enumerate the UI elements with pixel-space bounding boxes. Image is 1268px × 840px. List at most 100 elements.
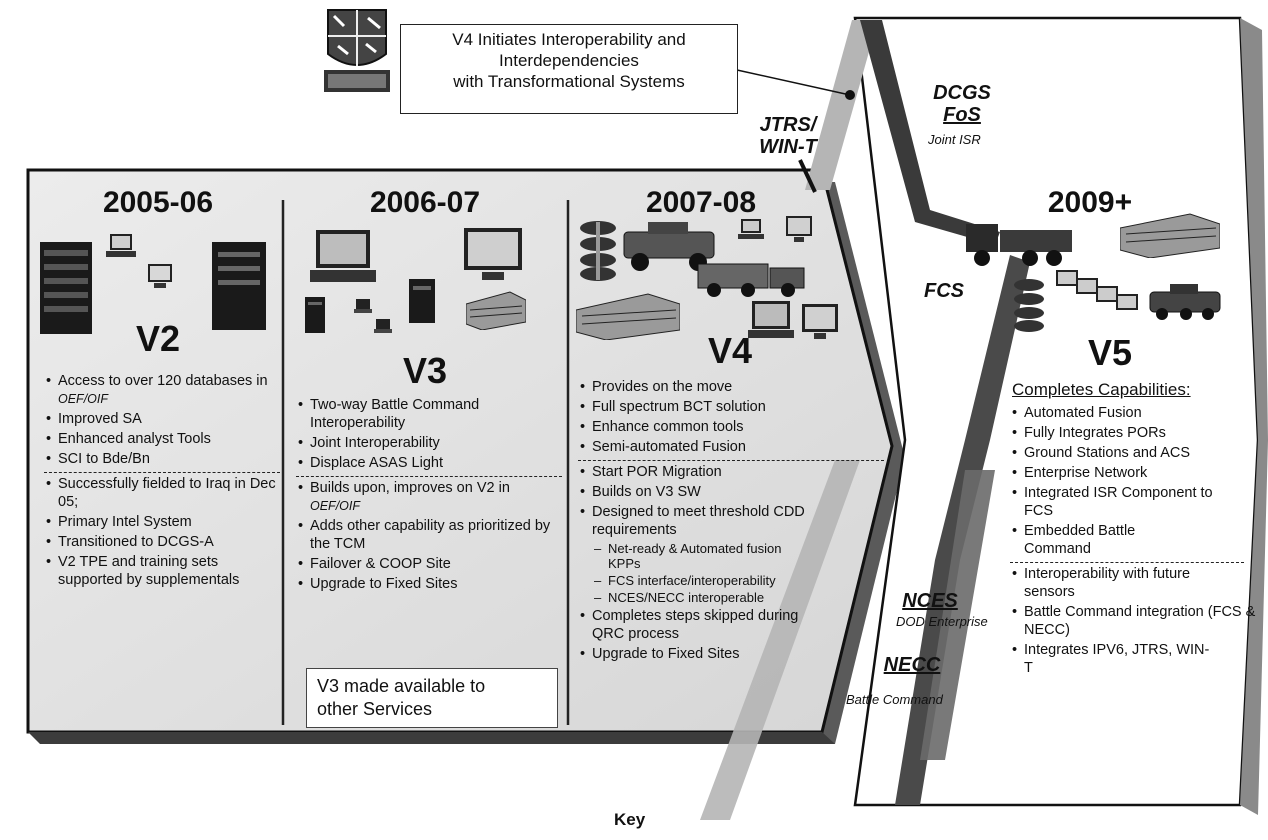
monitor-icon — [1056, 270, 1138, 310]
callout-dot — [845, 90, 855, 100]
note-line-2: other Services — [317, 699, 433, 719]
dcgs-fos-label: DCGS FoS — [912, 82, 1012, 126]
unit-crest-icon — [324, 9, 390, 92]
list-item: Integrated ISR Component to FCS — [1010, 484, 1224, 520]
laptop-icon — [738, 219, 764, 239]
server-rack-icon — [305, 297, 325, 333]
fos-label: FoS — [943, 104, 981, 126]
building-icon — [466, 291, 526, 330]
dcgs-label: DCGS — [933, 82, 991, 104]
year-2009-plus: 2009+ — [1047, 186, 1133, 219]
nces-label: NCES — [890, 590, 970, 612]
list-item: Improved SA — [44, 410, 280, 428]
list-item: Semi-automated Fusion — [578, 438, 884, 456]
fcs-label: FCS — [924, 280, 964, 302]
list-item: Builds on V3 SW — [578, 483, 884, 501]
laptop-icon — [310, 230, 376, 282]
version-v3: V3 — [402, 350, 448, 391]
wint-label: WIN-T — [759, 136, 817, 158]
list-item: Embedded Battle Command — [1010, 522, 1184, 558]
list-item: Builds upon, improves on V2 in OEF/OIF — [296, 476, 562, 515]
v2-capability-list: Access to over 120 databases in OEF/OIF … — [44, 372, 280, 591]
laptop-icon — [354, 299, 372, 313]
monitor-icon — [786, 216, 812, 242]
v3-capability-list: Two-way Battle Command Interoperability … — [296, 396, 562, 595]
list-item: Two-way Battle Command Interoperability — [296, 396, 562, 432]
list-item: Automated Fusion — [1010, 404, 1246, 422]
dod-enterprise-label: DOD Enterprise — [896, 614, 988, 629]
nces-text: NCES — [902, 590, 958, 612]
note-line-1: V3 made available to — [317, 676, 486, 696]
list-item: Joint Interoperability — [296, 434, 562, 452]
callout-leader — [736, 69, 851, 96]
v4-capability-list: Provides on the move Full spectrum BCT s… — [578, 378, 884, 665]
list-item: Full spectrum BCT solution — [578, 398, 884, 416]
list-item: Interoperability with future sensors — [1010, 562, 1244, 601]
list-item: Successfully fielded to Iraq in Dec 05; — [44, 472, 280, 511]
server-rack-icon — [409, 279, 435, 323]
band-dcgs — [860, 20, 1000, 245]
military-truck-icon — [966, 224, 1072, 266]
list-item: Battle Command integration (FCS & NECC) — [1010, 603, 1260, 639]
year-2006-07: 2006-07 — [369, 186, 481, 219]
list-item: Completes steps skipped during QRC proce… — [578, 607, 822, 643]
list-item: Enterprise Network — [1010, 464, 1246, 482]
satellite-dish-stack-icon — [1014, 279, 1044, 332]
list-item: Displace ASAS Light — [296, 454, 562, 472]
list-item: Provides on the move — [578, 378, 884, 396]
list-item: Fully Integrates PORs — [1010, 424, 1246, 442]
callout-line-1: V4 Initiates Interoperability and — [452, 30, 686, 49]
joint-isr-label: Joint ISR — [928, 132, 981, 147]
list-item: V2 TPE and training sets supported by su… — [44, 553, 280, 589]
list-item: Access to over 120 databases in OEF/OIF — [44, 372, 280, 408]
figure-caption-key: Key — [614, 810, 646, 829]
laptop-icon — [748, 301, 794, 338]
armored-vehicle-icon — [623, 222, 715, 271]
list-subitem: FCS interface/interoperability — [578, 573, 788, 588]
jtrs-label: JTRS/ — [759, 114, 817, 136]
laptop-icon — [106, 234, 136, 257]
list-item: Designed to meet threshold CDD requireme… — [578, 503, 812, 539]
v5-capability-list: Automated Fusion Fully Integrates PORs G… — [1010, 404, 1255, 679]
band-jtrs — [805, 20, 878, 190]
jtrs-wint-label: JTRS/ WIN-T — [748, 114, 828, 158]
jtrs-pointer — [798, 159, 817, 193]
v5-arrow-shadow — [1240, 18, 1268, 815]
battle-command-label: Battle Command — [846, 692, 943, 707]
callout-line-3: with Transformational Systems — [453, 72, 685, 91]
server-rack-icon — [212, 242, 266, 330]
armored-vehicle-icon — [1149, 284, 1221, 320]
military-truck-icon — [697, 263, 805, 297]
list-item: Failover & COOP Site — [296, 555, 562, 573]
year-2005-06: 2005-06 — [102, 186, 214, 219]
v3-services-note: V3 made available to other Services — [306, 668, 558, 728]
necc-text: NECC — [883, 654, 941, 676]
callout-line-2: Interdependencies — [499, 51, 639, 70]
satellite-dish-stack-icon — [580, 221, 616, 281]
list-subitem: NCES/NECC interoperable — [578, 590, 884, 605]
list-item: Start POR Migration — [578, 460, 884, 481]
list-item: Ground Stations and ACS — [1010, 444, 1246, 462]
list-item: Upgrade to Fixed Sites — [578, 645, 884, 663]
band-nces — [920, 470, 995, 760]
monitor-icon — [464, 228, 522, 280]
building-icon — [1120, 213, 1220, 258]
version-v4: V4 — [707, 330, 753, 371]
list-item: Enhance common tools — [578, 418, 884, 436]
list-item: SCI to Bde/Bn — [44, 450, 280, 468]
version-v5: V5 — [1087, 332, 1133, 373]
list-item: Enhanced analyst Tools — [44, 430, 280, 448]
year-2007-08: 2007-08 — [645, 186, 757, 219]
building-icon — [576, 293, 680, 340]
list-item: Transitioned to DCGS-A — [44, 533, 280, 551]
interoperability-callout: V4 Initiates Interoperability and Interd… — [400, 24, 738, 114]
necc-label: NECC — [872, 654, 952, 676]
server-rack-icon — [40, 242, 92, 334]
version-v2: V2 — [135, 318, 181, 359]
monitor-icon — [148, 264, 172, 288]
list-subitem: Net-ready & Automated fusion KPPs — [578, 541, 808, 571]
list-item: Adds other capability as prioritized by … — [296, 517, 562, 553]
monitor-icon — [802, 304, 838, 339]
list-item: Integrates IPV6, JTRS, WIN-T — [1010, 641, 1214, 677]
v5-heading: Completes Capabilities: — [1012, 380, 1191, 399]
